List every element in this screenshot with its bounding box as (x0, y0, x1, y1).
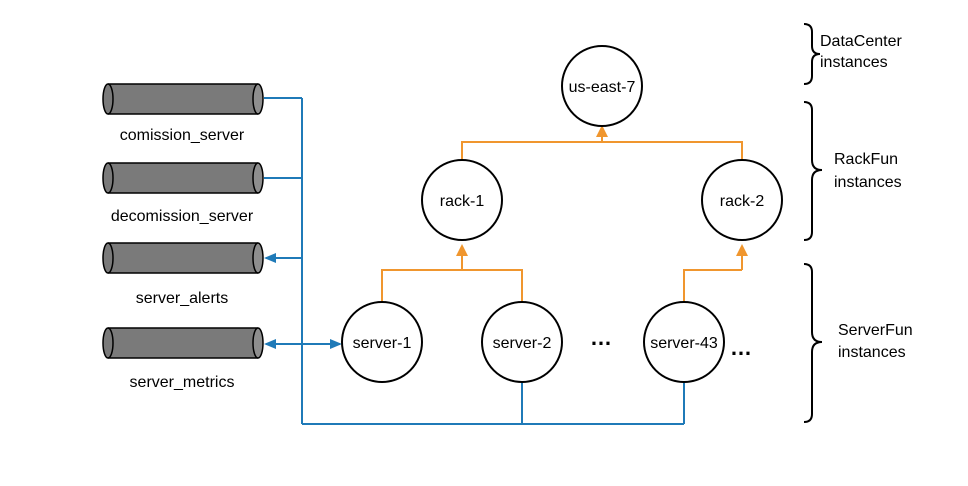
stream-decomission[interactable]: decomission_server (102, 162, 264, 225)
node-label: rack-2 (720, 193, 765, 210)
orange-connectors (381, 125, 748, 304)
bracket-label: instances (838, 344, 906, 361)
bracket-label: instances (834, 174, 902, 191)
node-label: us-east-7 (569, 79, 636, 96)
racks-to-datacenter (461, 141, 743, 160)
bracket-label: RackFun (834, 151, 898, 168)
node-label: server-1 (353, 335, 412, 352)
stream-alerts[interactable]: server_alerts (102, 242, 264, 307)
kafka-topic-cylinder-icon (102, 83, 264, 115)
stream-label: decomission_server (111, 208, 254, 225)
server-43-to-rack-2 (683, 269, 742, 304)
blue-connectors (264, 97, 685, 425)
bracket-label: ServerFun (838, 322, 913, 339)
stream-comission[interactable]: comission_server (102, 83, 264, 144)
kafka-topic-cylinder-icon (102, 242, 264, 274)
ellipsis-between-servers: … (590, 325, 614, 350)
bracket-rackfun: RackFun instances (803, 101, 902, 241)
node-rack-2[interactable]: rack-2 (701, 159, 783, 241)
stream-metrics[interactable]: server_metrics (102, 327, 264, 391)
curly-brace-icon (803, 23, 821, 85)
bracket-label: DataCenter (820, 33, 902, 50)
kafka-topic-cylinder-icon (102, 327, 264, 359)
stream-label: server_alerts (136, 290, 228, 307)
node-server-1[interactable]: server-1 (341, 301, 423, 383)
node-rack-1[interactable]: rack-1 (421, 159, 503, 241)
node-label: server-2 (493, 335, 552, 352)
node-label: server-43 (650, 335, 718, 352)
bracket-label: instances (820, 54, 888, 71)
kafka-topic-cylinder-icon (102, 162, 264, 194)
node-datacenter[interactable]: us-east-7 (561, 45, 643, 127)
bracket-serverfun: ServerFun instances (803, 263, 913, 423)
node-server-43[interactable]: server-43 (643, 301, 725, 383)
stream-label: server_metrics (130, 374, 235, 391)
servers-to-rack-1 (381, 269, 523, 304)
bracket-datacenter: DataCenter instances (803, 23, 902, 85)
node-server-2[interactable]: server-2 (481, 301, 563, 383)
node-label: rack-1 (440, 193, 485, 210)
stream-label: comission_server (120, 127, 245, 144)
ellipsis-after-servers: … (730, 335, 754, 360)
curly-brace-icon (803, 263, 823, 423)
curly-brace-icon (803, 101, 823, 241)
